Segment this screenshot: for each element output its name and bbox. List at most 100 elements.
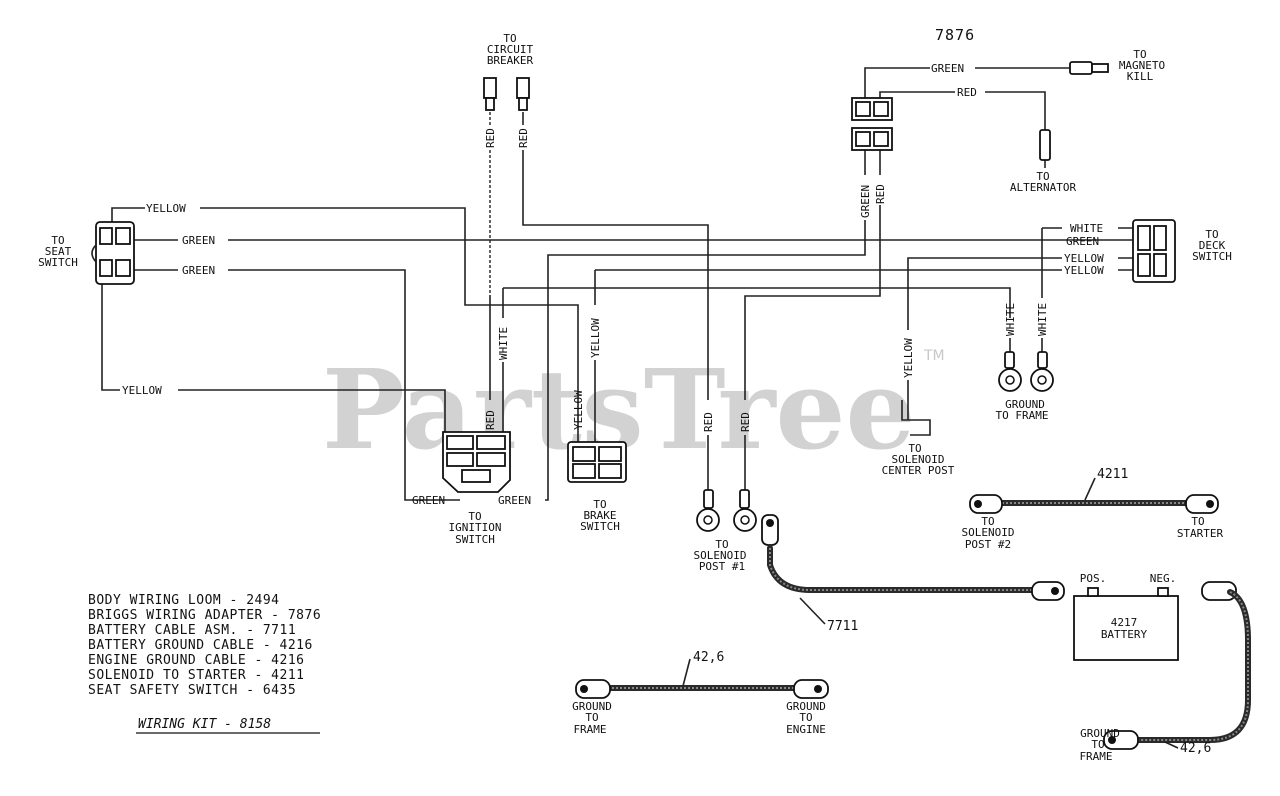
watermark-trademark: TM xyxy=(923,348,945,364)
label-deck-3: SWITCH xyxy=(1192,250,1232,263)
label-ground-engine-3: ENGINE xyxy=(786,723,826,736)
label-red-sol1-b: RED xyxy=(739,412,752,432)
label-battery-neg: NEG. xyxy=(1150,572,1177,585)
label-yellow-sol-center: YELLOW xyxy=(902,338,915,378)
cable-4216-engine xyxy=(575,679,829,699)
label-white-ground-b: WHITE xyxy=(1036,303,1049,336)
legend-item-3: BATTERY CABLE ASM. - 7711 xyxy=(88,623,296,638)
leader-4216-engine xyxy=(682,658,691,687)
legend-item-4: BATTERY GROUND CABLE - 4216 xyxy=(88,638,313,653)
label-yellow-brake-a: YELLOW xyxy=(572,390,585,430)
label-white-ignition: WHITE xyxy=(497,327,510,360)
label-ignition-1: TO xyxy=(468,510,481,523)
briggs-adapter-connectors xyxy=(851,97,893,151)
label-ground-frame-top-2: TO FRAME xyxy=(996,409,1049,422)
label-starter-2: STARTER xyxy=(1177,527,1224,540)
label-sol-center-2: SOLENOID xyxy=(892,453,945,466)
wire-alt-red xyxy=(985,91,1046,130)
label-starter-1: TO xyxy=(1191,515,1204,528)
deck-switch-connector xyxy=(1132,219,1176,283)
label-circuit-breaker-3: BREAKER xyxy=(487,54,534,67)
label-green-magneto: GREEN xyxy=(931,62,964,75)
label-red-cb-a: RED xyxy=(484,128,497,148)
label-sol1-1: TO xyxy=(715,538,728,551)
label-sol1-3: POST #1 xyxy=(699,560,745,573)
leader-4216-battery xyxy=(1164,741,1179,749)
legend-item-7: SEAT SAFETY SWITCH - 6435 xyxy=(88,683,296,698)
label-sol1-2: SOLENOID xyxy=(694,549,747,562)
solenoid-post1-terminals xyxy=(696,489,757,532)
wire-white-to-ground xyxy=(503,287,1011,318)
label-alternator-2: ALTERNATOR xyxy=(1010,181,1077,194)
wire-yellow-to-brake xyxy=(200,207,579,442)
label-seat-switch-3: SWITCH xyxy=(38,256,78,269)
wire-adapter-red xyxy=(744,205,881,400)
magneto-kill-plug xyxy=(1069,61,1109,75)
wire-green-to-ignition xyxy=(228,269,460,501)
label-green-adapter: GREEN xyxy=(859,185,872,218)
callout-7711: 7711 xyxy=(827,619,858,634)
cable-7711 xyxy=(761,514,1065,601)
alternator-plug xyxy=(1039,129,1051,161)
label-ground-frame-bottom-1: GROUND xyxy=(572,700,612,713)
solenoid-center-plug xyxy=(901,400,931,436)
label-brake-1: TO xyxy=(593,498,606,511)
label-ground-battery-2: TO xyxy=(1091,738,1104,751)
label-deck-1: TO xyxy=(1205,228,1218,241)
label-yellow-top: YELLOW xyxy=(146,202,186,215)
label-sol-center-3: CENTER POST xyxy=(882,464,955,477)
wire-seat-yellow-bottom xyxy=(101,283,120,391)
label-magneto-3: KILL xyxy=(1127,70,1154,83)
label-sol-center-1: TO xyxy=(908,442,921,455)
callouts: 4211 7711 42,6 42,6 xyxy=(693,467,1211,756)
wire-adapter-green xyxy=(545,220,866,501)
label-ground-engine-2: TO xyxy=(799,711,812,724)
label-yellow-deck-a: YELLOW xyxy=(1064,252,1104,265)
label-seat-switch-2: SEAT xyxy=(45,245,72,258)
label-ground-frame-bottom-3: FRAME xyxy=(573,723,606,736)
legend-item-2: BRIGGS WIRING ADAPTER - 7876 xyxy=(88,608,321,623)
label-red-sol1-a: RED xyxy=(702,412,715,432)
label-ground-battery-3: FRAME xyxy=(1079,750,1112,763)
label-sol2-2: SOLENOID xyxy=(962,526,1015,539)
label-red-cb-b: RED xyxy=(517,128,530,148)
legend-item-5: ENGINE GROUND CABLE - 4216 xyxy=(88,653,305,668)
label-green-a: GREEN xyxy=(182,234,215,247)
cable-4216-battery xyxy=(1103,581,1251,750)
label-yellow-bottom: YELLOW xyxy=(122,384,162,397)
ground-frame-terminals xyxy=(998,351,1054,392)
brake-switch-connector xyxy=(567,441,627,483)
leader-4211 xyxy=(1084,477,1096,501)
label-red-alternator: RED xyxy=(957,86,977,99)
label-ground-frame-top-1: GROUND xyxy=(1005,398,1045,411)
label-sol2-1: TO xyxy=(981,515,994,528)
label-green-ignition-right: GREEN xyxy=(498,494,531,507)
callout-4216-battery: 42,6 xyxy=(1180,741,1211,756)
component-labels: TO CIRCUIT BREAKER TO SEAT SWITCH TO MAG… xyxy=(38,32,1232,763)
label-brake-3: SWITCH xyxy=(580,520,620,533)
diagram-title: 7876 xyxy=(935,26,975,44)
label-brake-2: BRAKE xyxy=(583,509,616,522)
wire-cb-red-b xyxy=(522,150,709,400)
label-circuit-breaker-2: CIRCUIT xyxy=(487,43,534,56)
wire-labels: YELLOW GREEN GREEN YELLOW GREEN RED WHIT… xyxy=(122,62,1104,507)
label-deck-2: DECK xyxy=(1199,239,1226,252)
label-battery-part: 4217 xyxy=(1111,616,1138,629)
label-alternator-1: TO xyxy=(1036,170,1049,183)
label-battery-name: BATTERY xyxy=(1101,628,1148,641)
label-red-ignition: RED xyxy=(484,410,497,430)
wire-seat-yellow-top xyxy=(111,207,145,225)
leader-7711 xyxy=(799,597,826,625)
callout-4216-engine: 42,6 xyxy=(693,650,724,665)
label-ground-engine-1: GROUND xyxy=(786,700,826,713)
callout-4211: 4211 xyxy=(1097,467,1128,482)
legend-item-6: SOLENOID TO STARTER - 4211 xyxy=(88,668,305,683)
label-yellow-deck-b: YELLOW xyxy=(1064,264,1104,277)
circuit-breaker-terminals xyxy=(483,77,530,111)
wiring-kit-label: WIRING KIT - 8158 xyxy=(138,717,271,732)
parts-legend: BODY WIRING LOOM - 2494 BRIGGS WIRING AD… xyxy=(88,593,321,734)
legend-item-1: BODY WIRING LOOM - 2494 xyxy=(88,593,280,608)
label-magneto-2: MAGNETO xyxy=(1119,59,1165,72)
